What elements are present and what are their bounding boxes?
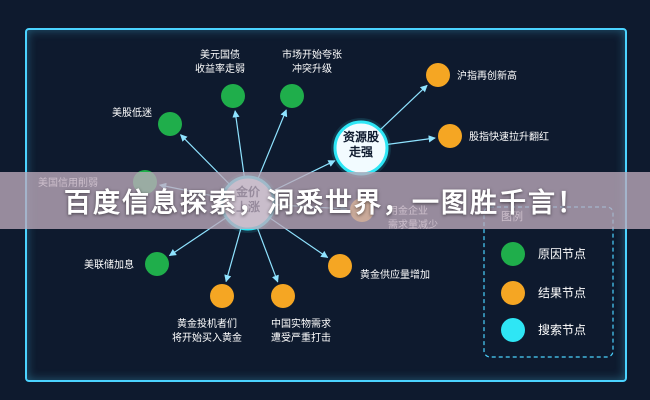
node-label: 冲突升级	[292, 62, 332, 75]
banner-text: 百度信息探索，洞悉世界，一图胜千言！	[64, 188, 586, 219]
watermark-banner: 百度信息探索，洞悉世界，一图胜千言！	[0, 172, 650, 229]
result-node-dot	[426, 63, 450, 87]
cause-node-dot	[145, 252, 169, 276]
node-stocks[interactable]: 美股低迷	[112, 106, 182, 136]
node-label: 黄金投机者们	[177, 317, 237, 330]
legend-item-label: 结果节点	[538, 286, 586, 300]
legend-search-dot	[501, 318, 525, 342]
legend-item-label: 原因节点	[538, 247, 586, 261]
node-label: 市场开始夸张	[282, 48, 342, 61]
result-node-dot	[328, 254, 352, 278]
node-label: 美联储加息	[84, 258, 134, 271]
edge-gold-investor	[224, 227, 242, 283]
node-fed[interactable]: 美联储加息	[84, 252, 169, 276]
cause-node-dot	[158, 112, 182, 136]
legend-item-label: 搜索节点	[538, 322, 586, 337]
edge-gold-usd	[232, 110, 245, 178]
edge-capital-stockidx	[386, 135, 436, 146]
node-stockidx[interactable]: 股指快速拉升翻红	[438, 124, 549, 148]
cause-node-dot	[221, 84, 245, 108]
edge-capital-shanghai	[379, 84, 428, 131]
node-label: 将开始买入黄金	[172, 331, 242, 344]
legend-cause-dot	[501, 242, 525, 266]
edge-gold-china	[256, 227, 279, 283]
result-node-dot	[271, 284, 295, 308]
cause-node-dot	[280, 84, 304, 108]
legend-result-dot	[501, 281, 525, 305]
result-node-dot	[438, 124, 462, 148]
center-node-label: 走强	[349, 144, 373, 159]
node-label: 美股低迷	[112, 106, 152, 119]
node-label: 沪指再创新高	[457, 69, 517, 82]
node-label: 遭受严重打击	[271, 331, 331, 344]
center-node-label: 资源股	[343, 129, 380, 144]
node-label: 美元国债	[200, 48, 240, 61]
node-label: 黄金供应量增加	[360, 268, 430, 281]
edge-gold-market	[257, 109, 288, 180]
result-node-dot	[210, 284, 234, 308]
node-supply[interactable]: 黄金供应量增加	[328, 254, 430, 281]
node-shanghai[interactable]: 沪指再创新高	[426, 63, 517, 87]
node-label: 收益率走弱	[195, 62, 245, 75]
node-label: 中国实物需求	[271, 317, 331, 330]
node-label: 股指快速拉升翻红	[469, 130, 549, 143]
